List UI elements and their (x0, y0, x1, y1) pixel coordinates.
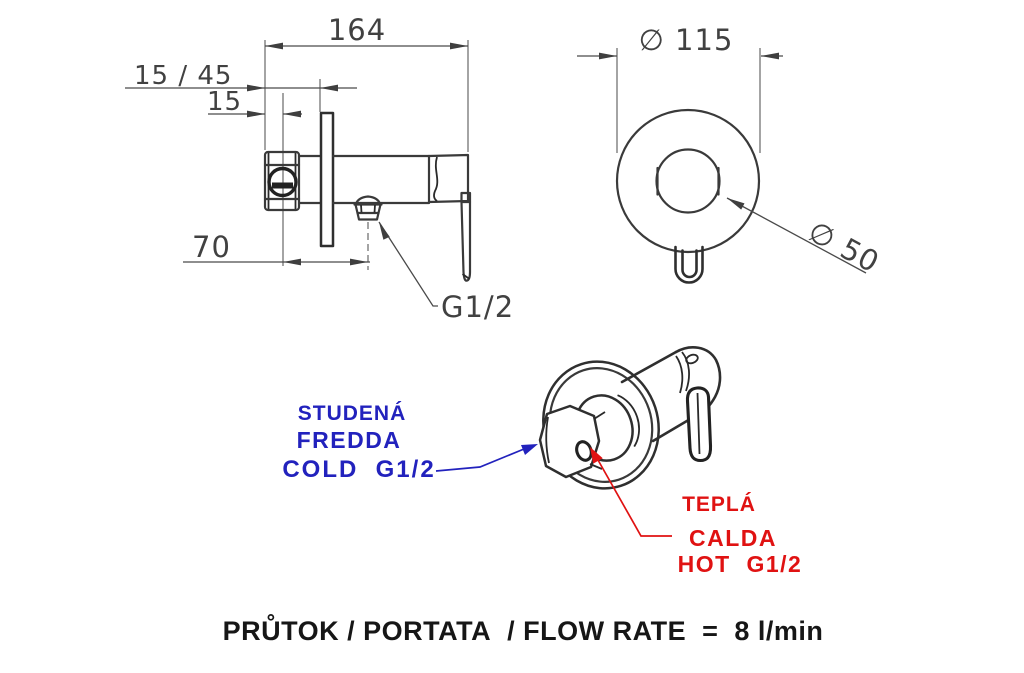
dimension-15-45-label: 15 / 45 (134, 61, 232, 91)
cold-label-italian: FREDDA (297, 427, 402, 453)
dimension-15-45: 15 / 45 (125, 61, 357, 92)
flow-rate-text: PRŮTOK / PORTATA / FLOW RATE = 8 l/min (223, 613, 824, 646)
knob-outline (263, 150, 301, 212)
side-view-fixture (263, 111, 472, 282)
cold-callout: STUDENÁ FREDDA COLD G1/2 (282, 402, 538, 483)
thread-callout: G1/2 (378, 221, 514, 324)
handle-pivot (460, 191, 472, 204)
body-hole-3d (685, 353, 699, 365)
cold-label-czech: STUDENÁ (298, 402, 407, 425)
hot-leader-line (597, 459, 672, 537)
outlet-fitting (353, 195, 383, 221)
hot-callout: TEPLÁ CALDA HOT G1/2 (590, 447, 803, 577)
dimension-15-label: 15 (207, 87, 242, 117)
cold-arrow (521, 444, 538, 455)
dimension-50: ∅ 50 (726, 197, 886, 280)
perspective-view (538, 346, 722, 490)
side-view: 164 15 / 45 15 70 (125, 13, 514, 324)
cold-inlet-3d (538, 404, 606, 479)
cold-label-english: COLD G1/2 (282, 456, 435, 483)
front-outlet (674, 245, 704, 284)
diameter-115-label: ∅ 115 (639, 23, 734, 57)
dimension-70: 70 (183, 230, 370, 266)
front-view: ∅ 115 ∅ 50 (577, 23, 886, 284)
dimension-115: ∅ 115 (577, 23, 783, 153)
hot-label-italian: CALDA (689, 525, 777, 551)
dimension-164-label: 164 (328, 13, 386, 47)
hot-arrow (590, 447, 603, 464)
dimension-70-label: 70 (192, 230, 231, 264)
hot-label-english: HOT G1/2 (678, 551, 803, 577)
handle-3d (685, 386, 713, 463)
cold-leader-line (435, 448, 525, 472)
hot-label-czech: TEPLÁ (682, 493, 756, 516)
knob-circle (655, 148, 721, 214)
dimension-164: 164 (265, 13, 468, 50)
wall-plate (319, 111, 335, 248)
knob-screw (267, 166, 298, 198)
dimension-15: 15 (207, 87, 302, 118)
diameter-50-label: ∅ 50 (803, 214, 886, 279)
thread-label-g12: G1/2 (441, 290, 514, 324)
lever-handle (460, 200, 472, 282)
handle-base (427, 153, 470, 204)
plate-circle (615, 108, 761, 254)
